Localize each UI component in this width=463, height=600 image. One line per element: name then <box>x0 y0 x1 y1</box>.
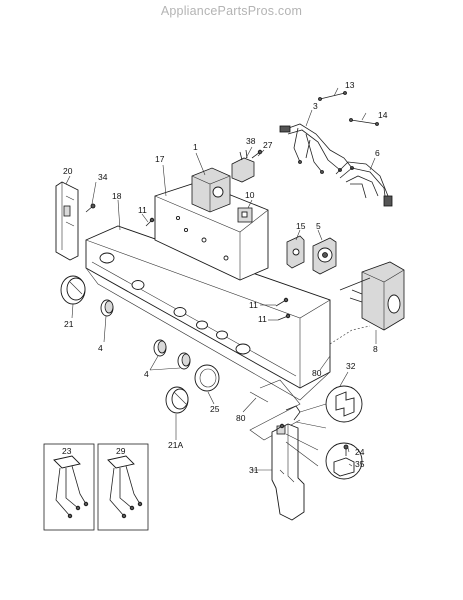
callout-4-single: 4 <box>98 343 103 353</box>
timer-motor <box>231 149 255 183</box>
callout-38: 38 <box>246 136 256 146</box>
wire-cover-31 <box>271 423 305 521</box>
callout-11-mid: 11 <box>249 300 258 310</box>
inset-harness-23 <box>43 443 95 531</box>
timer <box>191 167 231 213</box>
callout-11-low: 11 <box>258 314 267 324</box>
screw-11-low <box>277 313 291 321</box>
jumper-wire-13 <box>318 91 347 101</box>
callout-4-pair: 4 <box>144 369 149 379</box>
callout-31: 31 <box>249 465 259 475</box>
callout-80-right: 80 <box>312 368 322 378</box>
callout-80-left: 80 <box>236 413 246 423</box>
watermark: AppliancePartsPros.com <box>160 4 303 18</box>
callout-20: 20 <box>63 166 73 176</box>
callout-10: 10 <box>245 190 255 200</box>
callout-32: 32 <box>346 361 356 371</box>
control-panel <box>85 225 331 401</box>
temperature-switch <box>312 237 337 275</box>
screw-11-mid <box>275 297 289 307</box>
clip-32 <box>285 385 363 429</box>
routing-lines <box>249 325 371 441</box>
screw-34 <box>85 203 96 213</box>
callout-6: 6 <box>375 148 380 158</box>
callout-8: 8 <box>373 344 378 354</box>
callout-29: 29 <box>116 446 126 456</box>
callout-21a: 21A <box>168 440 183 450</box>
callout-35: 35 <box>355 459 365 469</box>
callout-27: 27 <box>263 140 273 150</box>
knob-4-single <box>100 299 114 317</box>
callout-17: 17 <box>155 154 165 164</box>
screw-27 <box>251 149 263 159</box>
dial-skirt-25 <box>194 364 220 392</box>
wire-harness-6 <box>335 161 393 207</box>
callout-23: 23 <box>62 446 72 456</box>
switch <box>237 207 253 223</box>
callout-13: 13 <box>345 80 355 90</box>
inset-harness-29 <box>97 443 149 531</box>
callout-34: 34 <box>98 172 108 182</box>
clip-35 <box>275 423 363 480</box>
wire-harness-3 <box>279 123 354 174</box>
callout-3: 3 <box>313 101 318 111</box>
callout-25: 25 <box>210 404 220 414</box>
end-cap-left <box>55 181 79 261</box>
selector-switch <box>286 235 305 269</box>
water-level-switch <box>339 261 405 331</box>
callout-21: 21 <box>64 319 74 329</box>
callout-1: 1 <box>193 142 198 152</box>
knob-21 <box>60 275 86 305</box>
callout-11-top: 11 <box>138 205 147 215</box>
callout-18: 18 <box>112 191 122 201</box>
callout-15: 15 <box>296 221 306 231</box>
knob-21a <box>165 386 189 414</box>
callout-5: 5 <box>316 221 321 231</box>
callout-14: 14 <box>378 110 388 120</box>
callout-labels: 1 38 27 13 3 14 6 17 20 34 18 10 11 15 5… <box>62 80 388 475</box>
leader-lines <box>65 87 377 471</box>
knob-4-pair <box>153 339 191 370</box>
callout-24: 24 <box>355 447 365 457</box>
screw-11-top <box>145 217 155 227</box>
jumper-wire-14 <box>349 118 379 126</box>
